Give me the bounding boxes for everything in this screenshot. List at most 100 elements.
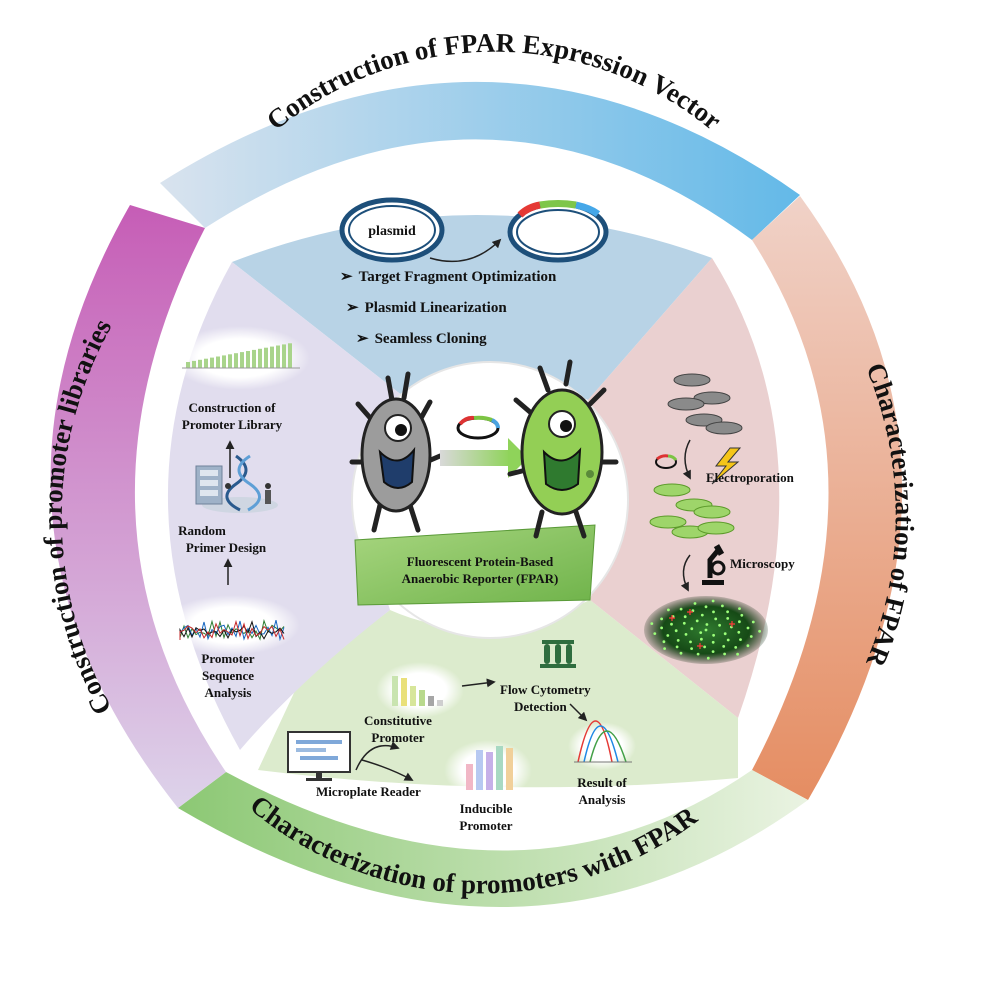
library-bar (198, 359, 202, 368)
inducible-bar (486, 752, 493, 790)
constitutive-label-line-2: Promoter (371, 730, 424, 745)
small-plasmid-icon-right (655, 454, 678, 469)
microscopy-dot (684, 633, 688, 636)
plasmid-icon (339, 197, 445, 263)
microscopy-dot (714, 617, 718, 621)
microscopy-dot (699, 631, 703, 634)
result-chart-backdrop (568, 722, 636, 770)
sequence-trace-line (179, 619, 285, 641)
microscopy-dot (736, 652, 739, 656)
library-bar (282, 344, 286, 368)
microscopy-label: Microscopy (730, 556, 795, 571)
result-histogram-icon (574, 720, 632, 763)
sequence-trace-icon (179, 619, 285, 642)
microscopy-dot (737, 630, 741, 634)
microscopy-dot (676, 639, 680, 642)
constitutive-bar (410, 686, 416, 706)
microscopy-dot (711, 650, 715, 653)
library-label-line-2: Promoter Library (182, 417, 283, 432)
inducible-bar (496, 746, 503, 790)
transform-arrow (440, 450, 510, 466)
microscopy-dot (683, 615, 687, 619)
microscopy-dot (704, 628, 708, 632)
constitutive-bar (428, 696, 434, 706)
center-label-line-2: Anaerobic Reporter (FPAR) (402, 571, 559, 586)
analysis-label-line-1: Promoter (201, 651, 254, 666)
microscopy-marker (729, 621, 735, 627)
recombinant-plasmid-icon (507, 200, 609, 263)
gray-bacteria-icon (667, 373, 743, 435)
microscopy-dot (650, 622, 654, 625)
inducible-label-line-2: Promoter (459, 818, 512, 833)
microscopy-dot (653, 632, 657, 635)
microscopy-dot (706, 656, 710, 660)
inducible-bar (506, 748, 513, 790)
library-bar (258, 348, 262, 368)
microscopy-dot (674, 629, 678, 633)
microscopy-dot (749, 635, 753, 638)
microscopy-marker (669, 615, 675, 621)
microscopy-dot (712, 633, 715, 637)
microscopy-dot (693, 602, 697, 605)
library-bar (234, 353, 238, 368)
analysis-label-line-3: Analysis (205, 685, 252, 700)
library-bar (240, 352, 244, 368)
microscopy-marker (687, 609, 693, 615)
primer-label-line-2: Primer Design (186, 540, 267, 555)
microscopy-dot (718, 623, 721, 627)
library-label-line-1: Construction of (188, 400, 276, 415)
bottom-arrow-2 (569, 703, 588, 722)
microscopy-dot (751, 620, 755, 624)
constitutive-label-line-1: Constitutive (364, 713, 432, 728)
ring-segment-bottom (178, 770, 808, 908)
microscopy-marker (697, 643, 703, 649)
right-arrow-1 (682, 439, 691, 480)
bottom-arrow-3 (355, 741, 400, 771)
constitutive-bar (419, 690, 425, 706)
microscopy-dot (704, 605, 708, 609)
flow-label-line-2: Detection (514, 699, 567, 714)
microscopy-dot (660, 626, 663, 630)
bottom-arrow-4 (361, 759, 414, 781)
dna-design-icon (195, 454, 278, 513)
center-plate (354, 524, 596, 606)
library-bar (222, 355, 226, 368)
microscopy-dot (726, 617, 730, 620)
microscopy-dot (696, 652, 700, 656)
microscopy-dot (734, 646, 738, 649)
library-bar-chart-icon (182, 343, 300, 369)
constitutive-bar-chart-icon (392, 676, 443, 706)
top-step-2: ➢Plasmid Linearization (346, 300, 507, 316)
microscopy-dot (695, 619, 699, 623)
microscopy-dot (726, 610, 729, 614)
microscopy-dot (682, 621, 686, 625)
microscopy-dot (679, 651, 683, 655)
ring-segment-right (752, 196, 903, 800)
sequence-trace-backdrop (164, 595, 300, 655)
microscopy-dot (663, 647, 666, 650)
constitutive-bar (401, 678, 407, 706)
library-bar (246, 351, 250, 368)
inducible-bar (476, 750, 483, 790)
microplate-label: Microplate Reader (316, 784, 421, 799)
library-bar (270, 346, 274, 368)
microscopy-dot (726, 638, 730, 642)
right-arrow-2 (680, 554, 691, 592)
panel-top (232, 214, 712, 400)
microscopy-dot (690, 627, 694, 631)
microscopy-dot (670, 622, 673, 626)
microscopy-dot (723, 652, 726, 656)
constitutive-bar (392, 676, 398, 706)
green-cell-icon (507, 359, 619, 539)
microscopy-dot (723, 632, 727, 636)
library-bar (264, 347, 268, 368)
library-bar (192, 360, 196, 368)
microscopy-dot (738, 620, 741, 624)
microscopy-dot (660, 617, 663, 621)
library-bar (210, 357, 214, 368)
microscopy-dot (675, 645, 679, 649)
lightning-icon (711, 447, 742, 485)
microscopy-dot (746, 644, 750, 648)
